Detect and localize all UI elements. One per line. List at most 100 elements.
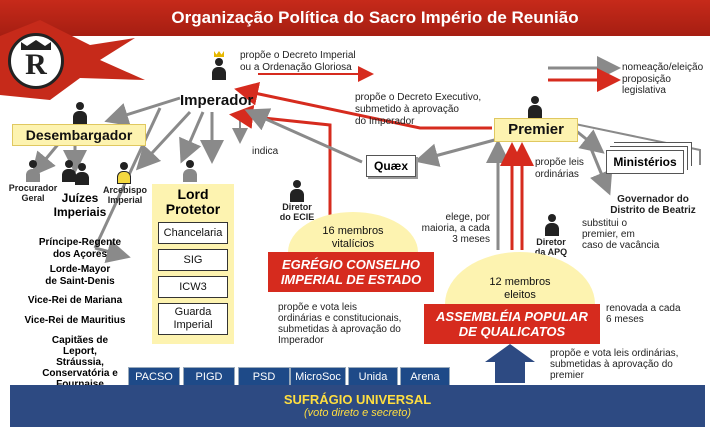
egregio-note: propõe e vota leis ordinárias e constitu… — [278, 302, 401, 346]
arcebispo-line-1: Arcebispo — [102, 185, 147, 195]
arcebispo-line-2: Imperial — [107, 195, 143, 205]
region-capitaes-line-2: Leport, — [63, 346, 97, 357]
region-principe-line-2: dos Açores — [52, 249, 108, 260]
diretor-ecie-line-1: Diretor — [282, 202, 312, 212]
governador-line-1: Governador do — [617, 194, 689, 205]
elege-note: elege, por maioria, a cada 3 meses — [420, 212, 490, 245]
assembleia-members-line-2: eleitos — [504, 289, 536, 301]
party-psd: PSD — [238, 367, 290, 387]
egregio-note-line-2: ordinárias e constitucionais, — [278, 313, 402, 324]
assembleia-renewal-line-2: 6 meses — [606, 314, 644, 325]
substitui-line-1: substitui o — [582, 218, 628, 229]
suffrage-bar: SUFRÁGIO UNIVERSAL (voto direto e secret… — [10, 385, 705, 427]
egregio-members: 16 membros vitalícios — [288, 225, 418, 251]
assembleia-renewal-line-1: renovada a cada — [606, 303, 681, 314]
assembleia-renewal: renovada a cada 6 meses — [606, 303, 681, 325]
egregio-note-line-3: submetidas à aprovação do — [278, 324, 401, 335]
lord-protetor-line-1: Lord — [177, 186, 209, 202]
diretor-ecie-icon — [290, 180, 304, 202]
substitui-line-3: caso de vacância — [582, 240, 660, 251]
region-mariana: Vice-Rei de Mariana — [27, 295, 123, 306]
suffrage-subtitle: (voto direto e secreto) — [304, 407, 411, 419]
elege-line-3: 3 meses — [452, 234, 490, 245]
ministerios-box: Ministérios — [606, 150, 684, 174]
desembargador-icon — [73, 102, 87, 124]
imperador-label: Imperador — [180, 92, 254, 109]
party-arena: Arena — [400, 367, 450, 387]
juizes-line-1: Juízes — [61, 191, 99, 205]
page-title: Organização Política do Sacro Império de… — [171, 8, 579, 27]
procurador-line-2: Geral — [21, 193, 45, 203]
governador-line-2: Distrito de Beatriz — [610, 205, 696, 216]
lord-protetor-line-2: Protetor — [165, 201, 221, 217]
region-lorde: Lorde-Mayor de Saint-Denis — [20, 264, 140, 288]
procurador-icon — [26, 160, 40, 182]
premier-icon — [528, 96, 542, 118]
party-pigd: PIGD — [183, 367, 235, 387]
desembargador-box: Desembargador — [12, 124, 146, 146]
assembleia-note-line-2: submetidas à aprovação do — [550, 359, 673, 370]
party-microsoc: MicroSoc — [290, 367, 346, 387]
chancelaria-box: Chancelaria — [158, 222, 228, 244]
assembleia-name-line-2: DE QUALICATOS — [458, 324, 566, 339]
logo-letter: R — [25, 48, 47, 81]
region-principe-line-1: Príncipe-Regente — [38, 237, 122, 248]
assembleia-name-line-1: ASSEMBLÉIA POPULAR — [436, 309, 588, 324]
party-pacso: PACSO — [128, 367, 180, 387]
juiz-icon-1 — [62, 160, 76, 182]
assembleia-note-line-1: propõe e vota leis ordinárias, — [550, 348, 679, 359]
premier-note-2: submetido à aprovação — [355, 104, 459, 115]
party-unida: Unida — [348, 367, 398, 387]
diretor-ecie-line-2: do ECIE — [279, 212, 315, 222]
lord-protetor-panel: Lord Protetor Chancelaria SIG ICW3 Guard… — [152, 184, 234, 344]
empire-logo: R — [8, 33, 64, 89]
juiz-icon-2 — [75, 163, 89, 185]
egregio-box: EGRÉGIO CONSELHO IMPERIAL DE ESTADO — [268, 252, 434, 292]
substitui-line-2: premier, em — [582, 229, 635, 240]
region-mauritius: Vice-Rei de Mauritius — [24, 315, 126, 326]
substitui-note: substitui o premier, em caso de vacância — [582, 218, 659, 251]
premier-note-1: propõe o Decreto Executivo, — [355, 92, 482, 103]
egregio-name-line-1: EGRÉGIO CONSELHO — [282, 257, 420, 272]
assembleia-note-line-3: premier — [550, 370, 584, 381]
suffrage-title: SUFRÁGIO UNIVERSAL — [283, 392, 432, 407]
region-lorde-line-1: Lorde-Mayor — [49, 264, 111, 275]
region-lorde-line-2: de Saint-Denis — [45, 276, 115, 287]
sig-box: SIG — [158, 249, 228, 271]
egregio-note-line-1: propõe e vota leis — [278, 302, 357, 313]
diretor-apq-line-2: da APQ — [534, 247, 568, 257]
procurador-line-1: Procurador — [8, 183, 58, 193]
imperador-icon — [212, 51, 226, 80]
guarda-imperial-box: Guarda Imperial — [158, 303, 228, 335]
premier-proposes-2: ordinárias — [535, 169, 579, 180]
region-capitaes-line-5: Fournaise — [20, 379, 140, 390]
region-capitaes-line-4: Conservatória e — [42, 368, 118, 379]
egregio-members-line-1: 16 membros — [322, 225, 384, 237]
assembleia-note: propõe e vota leis ordinárias, submetida… — [550, 348, 678, 381]
assembleia-box: ASSEMBLÉIA POPULAR DE QUALICATOS — [424, 304, 600, 344]
region-capitaes-line-1: Capitães de — [51, 335, 109, 346]
imperador-note-1: propõe o Decreto Imperial — [240, 50, 356, 61]
premier-proposes-1: propõe leis — [535, 157, 584, 168]
elege-line-1: elege, por — [445, 212, 490, 223]
assembleia-members-line-1: 12 membros — [489, 276, 551, 288]
egregio-members-line-2: vitalícios — [331, 238, 375, 250]
diretor-apq-icon — [545, 214, 559, 236]
juizes-line-2: Imperiais — [53, 205, 107, 219]
legend-appointment: nomeação/eleição — [622, 62, 704, 73]
quex-box: Quæx — [366, 155, 416, 177]
egregio-name-line-2: IMPERIAL DE ESTADO — [280, 272, 422, 287]
region-capitaes-line-3: Stráussia, — [56, 357, 104, 368]
assembleia-members: 12 membros eleitos — [445, 276, 595, 302]
premier-note-3: do Imperador — [355, 116, 415, 127]
elege-line-2: maioria, a cada — [421, 223, 490, 234]
premier-box: Premier — [494, 118, 578, 142]
indica-label: indica — [252, 146, 279, 157]
diretor-apq-line-1: Diretor — [536, 237, 566, 247]
legend-proposal: proposição legislativa — [622, 74, 671, 96]
region-principe: Príncipe-Regente dos Açores — [20, 237, 140, 261]
region-capitaes: Capitães de Leport, Stráussia, Conservat… — [20, 335, 140, 390]
arcebispo-icon — [117, 162, 131, 184]
